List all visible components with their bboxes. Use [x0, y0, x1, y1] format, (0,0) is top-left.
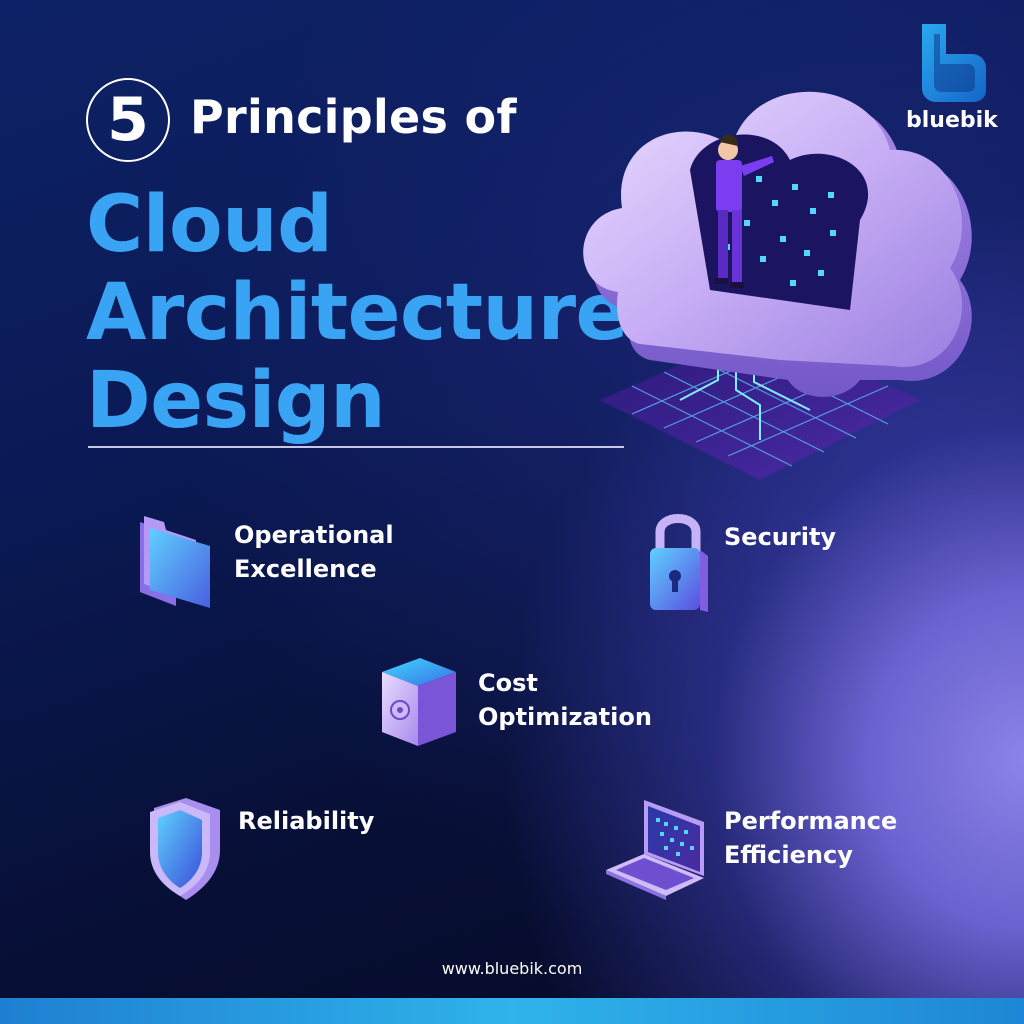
principle-cost-optimization: Cost Optimization: [376, 652, 652, 748]
principle-reliability: Reliability: [146, 794, 374, 904]
principle-label-line1: Security: [724, 523, 837, 551]
headline-line1: Principles of: [190, 90, 517, 144]
headline-divider: [88, 446, 624, 448]
safe-icon: [382, 658, 456, 746]
brand-name: bluebik: [906, 108, 998, 133]
cloud-person-icon: [583, 91, 972, 480]
brand-logo: bluebik: [906, 20, 998, 140]
principle-operational-excellence: Operational Excellence: [136, 512, 394, 610]
headline-number: 5: [86, 78, 170, 162]
principle-label-line1: Reliability: [238, 807, 375, 835]
principle-label-line1: Cost: [478, 669, 538, 697]
headline-line4: Design: [86, 356, 386, 446]
bottom-accent-bar: [0, 998, 1024, 1024]
folder-icon: [140, 516, 210, 608]
headline-line3: Architecture: [86, 268, 628, 358]
principle-label-line2: Efficiency: [724, 841, 853, 869]
shield-icon: [150, 798, 220, 900]
footer-url[interactable]: www.bluebik.com: [441, 959, 583, 978]
principle-label-line1: Operational: [234, 521, 394, 549]
principle-label-line2: Excellence: [234, 555, 377, 583]
cloud-illustration: [560, 60, 1000, 500]
principle-label-line2: Optimization: [478, 703, 652, 731]
principle-performance-efficiency: Performance Efficiency: [604, 796, 897, 904]
padlock-icon: [650, 514, 708, 612]
bluebik-logo-icon: [922, 24, 986, 102]
laptop-icon: [606, 800, 704, 900]
principle-security: Security: [646, 506, 836, 616]
principle-label-line1: Performance: [724, 807, 898, 835]
headline-line2: Cloud: [86, 180, 333, 270]
